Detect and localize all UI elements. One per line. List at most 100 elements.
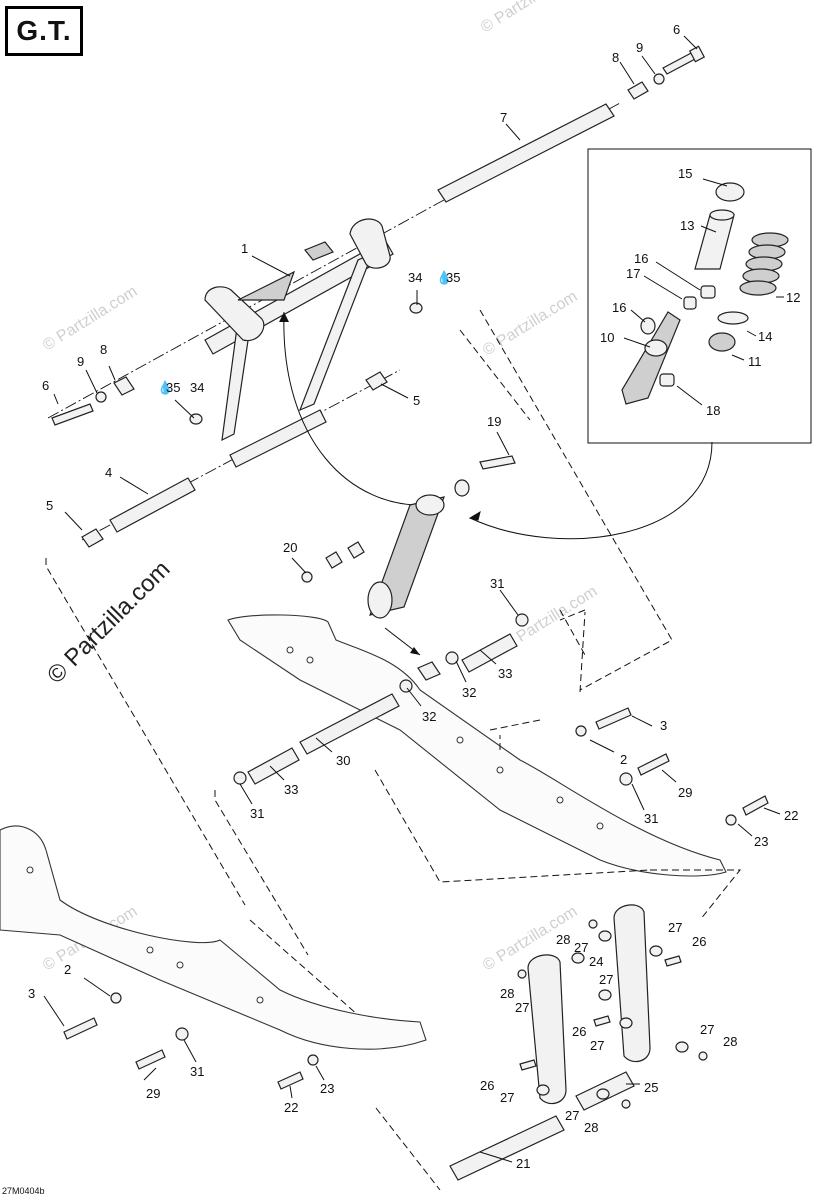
callout-23: 23	[754, 834, 768, 849]
part-14-washer	[717, 311, 749, 325]
part-20-bushing	[347, 541, 365, 559]
callout-22: 22	[284, 1100, 298, 1115]
callout-31: 31	[490, 576, 504, 591]
callout-5: 5	[413, 393, 420, 408]
diagram-title-text: G.T.	[16, 15, 72, 46]
part-28-nut	[698, 1051, 708, 1061]
callout-5: 5	[46, 498, 53, 513]
part-32-bushing	[417, 661, 441, 681]
right-rail-upper	[227, 614, 727, 877]
part-32-washer	[399, 679, 413, 693]
callout-13: 13	[680, 218, 694, 233]
callout-labels: 6 8 9 7 1 34 💧 35 💧 35 34 8 9 6 5 4 5 19…	[28, 22, 800, 1171]
callout-28: 28	[500, 986, 514, 1001]
callout-8: 8	[612, 50, 619, 65]
diagram-title: G.T.	[5, 6, 83, 56]
part-21-shaft	[449, 1115, 565, 1181]
part-28-nut	[588, 919, 598, 929]
part-27-washer	[596, 1088, 610, 1100]
part-30-shaft	[299, 693, 400, 755]
inset-arrow	[469, 441, 713, 540]
part-33-sleeve	[461, 633, 518, 673]
part-2-washer	[575, 725, 587, 737]
callout-3: 3	[28, 986, 35, 1001]
callout-12: 12	[786, 290, 800, 305]
part-26-bolt	[664, 955, 682, 967]
part-27-washer	[598, 930, 612, 942]
part-6-bolt-left	[51, 403, 94, 426]
callout-32: 32	[422, 709, 436, 724]
part-9-washer	[653, 73, 665, 85]
part-20-nut	[301, 571, 313, 583]
callout-7: 7	[500, 110, 507, 125]
part-2-washer	[110, 992, 122, 1004]
callout-16: 16	[634, 251, 648, 266]
part-31-washer	[619, 772, 633, 786]
part-27-washer	[619, 1017, 633, 1029]
part-27-washer	[649, 945, 663, 957]
part-5-sleeve	[81, 528, 104, 548]
left-rail-lower	[0, 825, 427, 1050]
part-31-washer	[515, 613, 529, 627]
callout-17: 17	[626, 266, 640, 281]
part-26-bolt	[519, 1059, 537, 1071]
part-8-bushing	[627, 81, 649, 100]
main-shock	[367, 494, 445, 619]
part-11-adjuster	[708, 332, 736, 352]
callout-31: 31	[190, 1064, 204, 1079]
callout-1: 1	[241, 241, 248, 256]
callout-35: 35	[446, 270, 460, 285]
part-22-bolt	[742, 795, 769, 816]
callout-2: 2	[64, 962, 71, 977]
part-28-nut	[621, 1099, 631, 1109]
part-27-washer	[675, 1041, 689, 1053]
callout-6: 6	[42, 378, 49, 393]
callout-31: 31	[644, 811, 658, 826]
callout-35: 35	[166, 380, 180, 395]
part-6-bolt-top	[662, 45, 706, 75]
part-19-bushing	[454, 479, 470, 497]
callout-8: 8	[100, 342, 107, 357]
callout-26: 26	[480, 1078, 494, 1093]
callout-14: 14	[758, 329, 772, 344]
part-23-washer	[307, 1054, 319, 1066]
part-18-bushing	[659, 373, 675, 387]
callout-11: 11	[748, 354, 762, 369]
callout-34: 34	[190, 380, 204, 395]
part-20-bushing	[325, 551, 343, 569]
callout-27: 27	[565, 1108, 579, 1123]
part-31-washer	[233, 771, 247, 785]
part-27-washer	[571, 952, 585, 964]
callout-9: 9	[636, 40, 643, 55]
callout-35: 💧	[436, 270, 452, 285]
callout-25: 25	[644, 1080, 658, 1095]
shock-detail-inset	[587, 148, 812, 444]
callout-27: 27	[700, 1022, 714, 1037]
part-4-shaft	[109, 477, 196, 533]
part-12-spring	[739, 232, 789, 296]
callout-22: 22	[784, 808, 798, 823]
callout-30: 30	[336, 753, 350, 768]
part-31-washer	[175, 1027, 189, 1041]
callout-31: 31	[250, 806, 264, 821]
callout-35: 💧	[157, 380, 173, 395]
part-24-link-right	[613, 904, 651, 1063]
part-8-bushing	[113, 376, 135, 396]
part-27-washer	[598, 989, 612, 1001]
callout-33: 33	[498, 666, 512, 681]
part-26-bolt	[593, 1015, 611, 1027]
callout-3: 3	[660, 718, 667, 733]
part-22-bolt	[277, 1071, 304, 1090]
callout-27: 27	[599, 972, 613, 987]
callout-29: 29	[146, 1086, 160, 1101]
part-13-sleeve	[694, 214, 735, 270]
part-27-washer	[536, 1084, 550, 1096]
callout-28: 28	[723, 1034, 737, 1049]
part-3-bolt	[63, 1017, 98, 1040]
callout-9: 9	[77, 354, 84, 369]
part-34-fitting	[409, 302, 423, 314]
part-9-washer	[95, 391, 107, 403]
shock-detail-parts	[621, 182, 789, 405]
part-24-link-left	[527, 954, 567, 1105]
